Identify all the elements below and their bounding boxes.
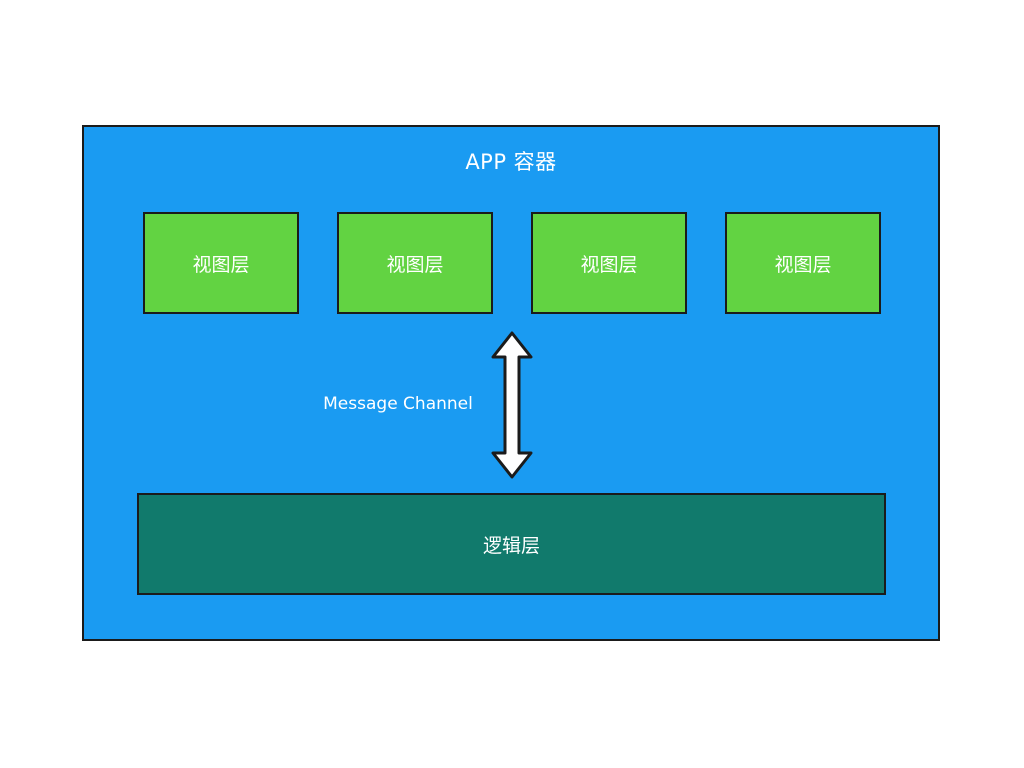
app-container-label: APP 容器 (465, 150, 557, 174)
view-layer-label: 视图层 (386, 253, 444, 276)
view-layer-3: 视图层 (531, 212, 687, 314)
view-layer-label: 视图层 (774, 253, 832, 276)
view-layer-label: 视图层 (580, 253, 638, 276)
view-layer-label: 视图层 (192, 253, 250, 276)
message-channel-label: Message Channel (323, 394, 473, 414)
double-arrow-icon (491, 331, 533, 479)
view-layer-4: 视图层 (725, 212, 881, 314)
logic-layer-label: 逻辑层 (482, 534, 540, 557)
view-layer-2: 视图层 (337, 212, 493, 314)
view-layer-1: 视图层 (143, 212, 299, 314)
logic-layer: 逻辑层 (137, 493, 886, 595)
